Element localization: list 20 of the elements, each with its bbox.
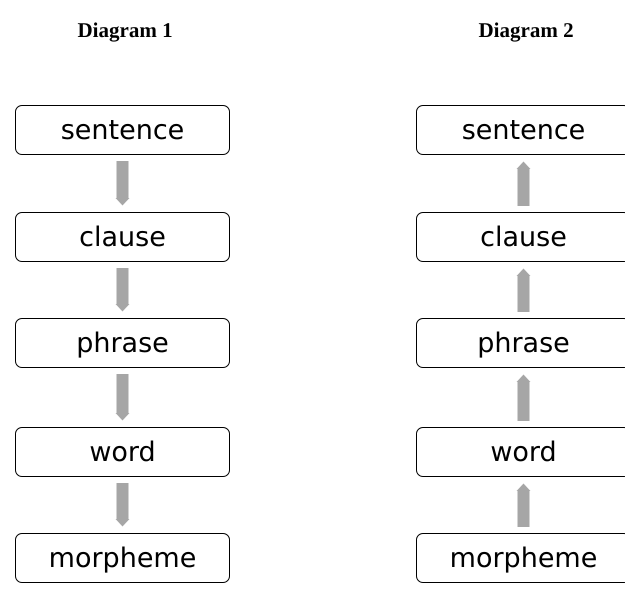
block-arrow [116,268,130,312]
block-arrow [516,268,530,312]
level-box: word [15,427,230,477]
level-box: word [416,427,625,477]
level-box: sentence [416,105,625,155]
level-box: phrase [15,318,230,368]
level-box: sentence [15,105,230,155]
block-arrow [516,374,530,421]
diagram-heading: Diagram 2 [478,18,574,43]
level-box: clause [15,212,230,262]
level-box: morpheme [416,533,625,583]
block-arrow [516,483,530,527]
level-box: phrase [416,318,625,368]
level-box: clause [416,212,625,262]
diagram-heading: Diagram 1 [78,18,173,43]
block-arrow [116,483,130,527]
level-box: morpheme [15,533,230,583]
block-arrow [516,161,530,206]
block-arrow [116,374,130,421]
block-arrow [116,161,130,206]
